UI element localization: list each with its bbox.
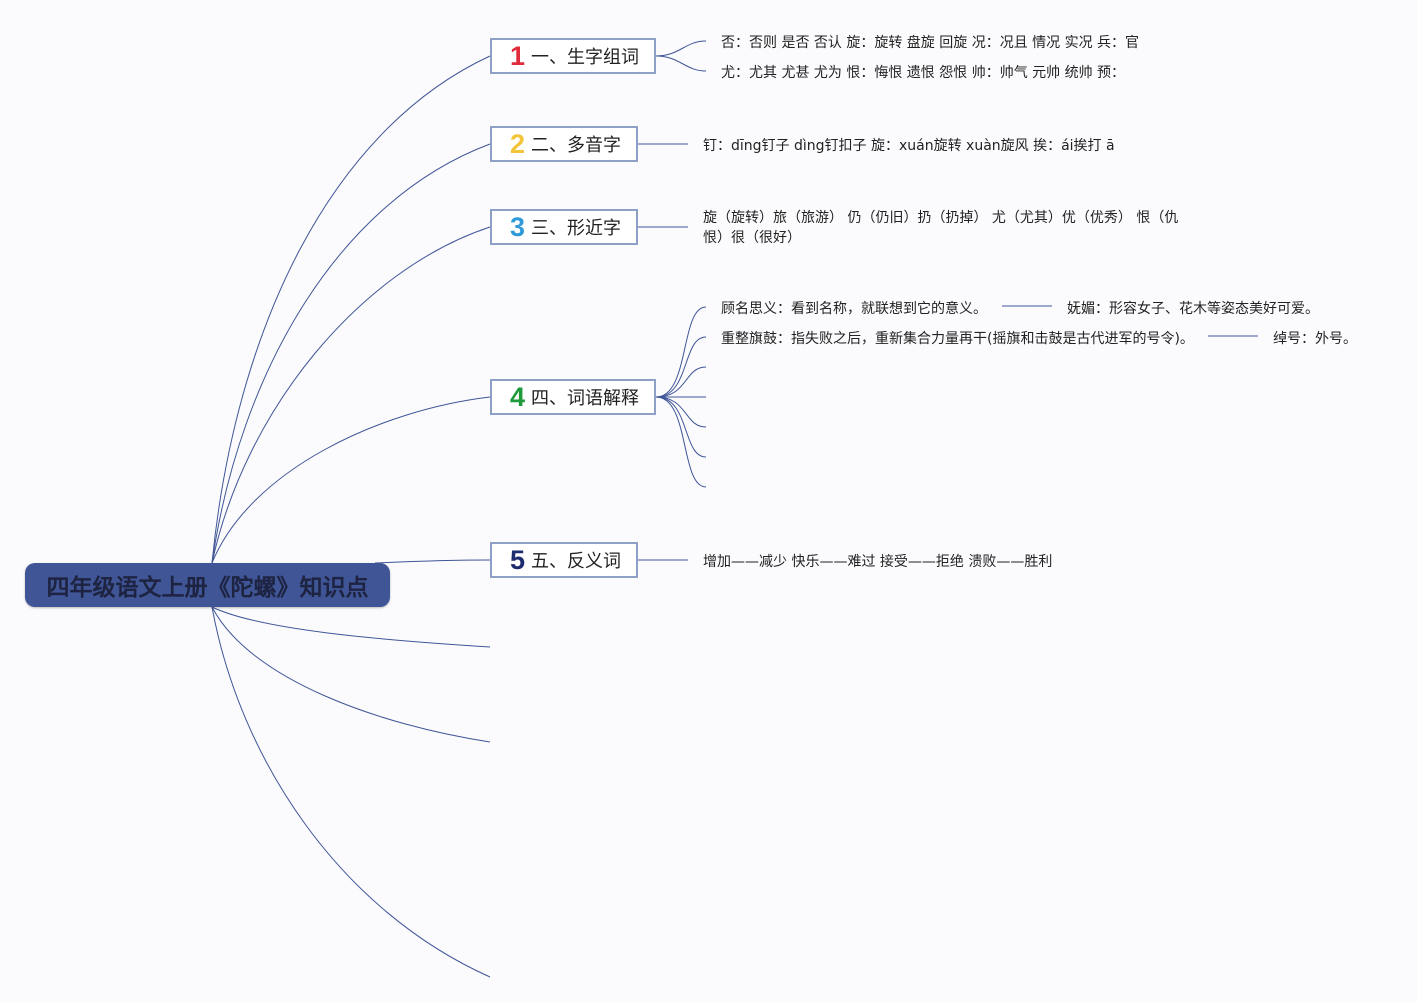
topic-number: 4 [510,381,526,412]
leaf-term-extra[interactable]: 绰号：外号。 [1273,331,1357,347]
central-topic[interactable]: 四年级语文上册《陀螺》知识点 [25,563,390,607]
leaf-text[interactable]: 增加——减少 快乐——难过 接受——拒绝 溃败——胜利 [703,554,1053,570]
branch-line-1 [211,55,491,564]
sub-line-4c [655,366,707,398]
sub-line-1b [655,55,707,72]
leaf-term[interactable]: 顾名思义：看到名称，就联想到它的意义。 [721,301,987,317]
branch-line-3 [211,226,491,564]
leaf-text[interactable]: 钉：dīng钉子 dìng钉扣子 旋：xuán旋转 xuàn旋风 挨：ái挨打 … [703,138,1115,154]
leaf-term-extra[interactable]: 妩媚：形容女子、花木等姿态美好可爱。 [1067,301,1319,317]
sub-line-4b [655,336,707,398]
leaf-term[interactable]: 重整旗鼓：指失败之后，重新集合力量再干(摇旗和击鼓是古代进军的号令)。 [721,331,1194,347]
topic-number: 1 [510,40,526,71]
branch-line-5 [374,559,491,564]
topic-number: 3 [510,211,526,242]
sub-line-4f [655,396,707,458]
topic-2[interactable]: 2 二、多音字 [490,126,638,162]
topic-label: 二、多音字 [531,135,622,156]
central-title: 四年级语文上册《陀螺》知识点 [46,575,369,601]
topic-4[interactable]: 4 四、词语解释 [490,379,656,415]
topic-5[interactable]: 5 五、反义词 [490,542,638,578]
topic-label: 一、生字组词 [531,47,640,68]
branch-line-6 [211,606,491,648]
topic-label: 三、形近字 [531,218,622,239]
branch-line-4 [211,396,491,564]
sub-line-4e [655,396,707,428]
topic-3[interactable]: 3 三、形近字 [490,209,638,245]
topic-label: 四、词语解释 [531,388,640,409]
topic-label: 五、反义词 [531,551,622,572]
branch-line-7 [211,606,491,743]
branch-line-2 [211,143,491,564]
topic-1[interactable]: 1 一、生字组词 [490,38,656,74]
leaf-text[interactable]: 尤：尤其 尤甚 尤为 恨：悔恨 遗恨 怨恨 帅：帅气 元帅 统帅 预： [721,65,1126,81]
topic-number: 2 [510,128,526,159]
leaf-text[interactable]: 否：否则 是否 否认 旋：旋转 盘旋 回旋 况：况且 情况 实况 兵：官 [721,35,1140,51]
sub-line-1a [655,40,707,57]
branch-line-8 [211,606,491,978]
leaf-text[interactable]: 旋（旋转）旅（旅游） 仍（仍旧）扔（扔掉） 尤（尤其）优（优秀） 恨（仇恨）很（… [703,210,1179,246]
sub-line-4g [655,396,707,488]
topic-number: 5 [510,544,526,575]
sub-line-4a [655,306,707,398]
